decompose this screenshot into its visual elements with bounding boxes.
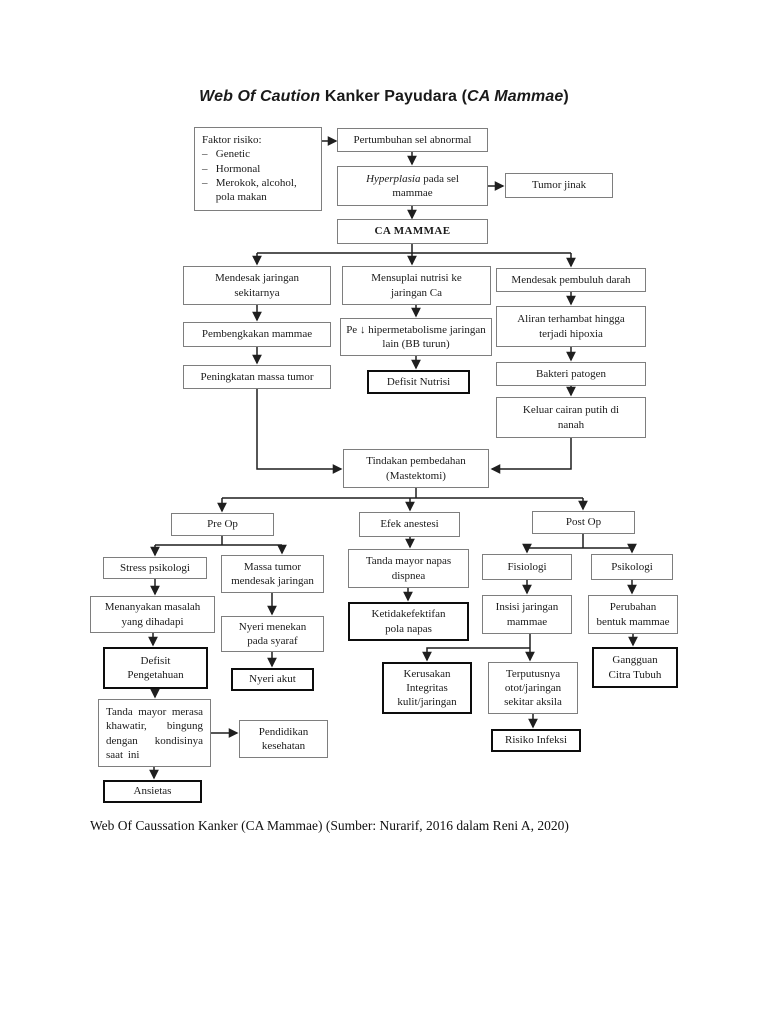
node-label-aliran-terhambat: Aliran terhambat hingga terjadi hipoxia xyxy=(517,313,625,340)
node-psikologi: Psikologi xyxy=(591,554,673,580)
node-label-tanda-mayor-napas: Tanda mayor napas dispnea xyxy=(365,555,452,582)
node-ketidakefektifan-pola-napas: Ketidakefektifan pola napas xyxy=(348,602,469,641)
node-label-nyeri-menekan: Nyeri menekan pada syaraf xyxy=(238,620,307,647)
node-tindakan-pembedahan: Tindakan pembedahan (Mastektomi) xyxy=(343,449,489,488)
node-label-peningkatan-massa-tumor: Peningkatan massa tumor xyxy=(200,370,314,383)
node-nyeri-akut: Nyeri akut xyxy=(231,668,314,691)
node-nyeri-menekan: Nyeri menekan pada syaraf xyxy=(221,616,324,652)
diagram-title-part: CA Mammae xyxy=(467,88,564,105)
node-label-perubahan-bentuk-mammae: Perubahan bentuk mammae xyxy=(596,601,670,628)
node-label-mensuplai-nutrisi: Mensuplai nutrisi ke jaringan Ca xyxy=(371,272,462,299)
diagram-title-part: Kanker Payudara ( xyxy=(320,88,468,105)
node-label-pertumbuhan-sel-abnormal: Pertumbuhan sel abnormal xyxy=(353,133,472,146)
node-stress-psikologi: Stress psikologi xyxy=(103,557,207,579)
node-pre-op: Pre Op xyxy=(171,513,274,536)
figure-caption: Web Of Caussation Kanker (CA Mammae) (Su… xyxy=(90,818,569,833)
node-massa-tumor-mendesak: Massa tumor mendesak jaringan xyxy=(221,555,324,593)
connector-17 xyxy=(490,438,572,474)
node-label-insisi-jaringan-mammae: Insisi jaringan mammae xyxy=(495,601,559,628)
node-aliran-terhambat: Aliran terhambat hingga terjadi hipoxia xyxy=(496,306,646,347)
node-post-op: Post Op xyxy=(532,511,635,534)
node-label-risiko-infeksi: Risiko Infeksi xyxy=(504,734,568,747)
node-peningkatan-massa-tumor: Peningkatan massa tumor xyxy=(183,365,331,389)
node-label-kerusakan-integritas: Kerusakan Integritas kulit/jaringan xyxy=(397,667,457,709)
node-label-post-op: Post Op xyxy=(565,516,602,529)
node-label-gangguan-citra-tubuh: Gangguan Citra Tubuh xyxy=(608,654,662,681)
node-label-pre-op: Pre Op xyxy=(207,518,238,531)
node-label-stress-psikologi: Stress psikologi xyxy=(120,561,190,574)
node-label-nyeri-akut: Nyeri akut xyxy=(249,673,296,686)
node-bakteri-patogen: Bakteri patogen xyxy=(496,362,646,386)
node-hyperplasia-pada-sel-mammae: Hyperplasia pada sel mammae xyxy=(337,166,488,206)
connector-16 xyxy=(256,389,343,474)
node-label-tanda-mayor-khawatir: Tanda mayor merasa khawatir, bingung den… xyxy=(106,706,203,761)
node-label-defisit-nutrisi: Defisit Nutrisi xyxy=(386,375,451,388)
diagram-title-part: Web Of Caution xyxy=(199,88,321,105)
node-ansietas: Ansietas xyxy=(103,780,202,803)
node-tanda-mayor-khawatir: Tanda mayor merasa khawatir, bingung den… xyxy=(98,699,211,767)
node-terputusnya-otot: Terputusnya otot/jaringan sekitar aksila xyxy=(488,662,578,714)
node-label-tumor-jinak: Tumor jinak xyxy=(531,179,587,192)
node-label-ca-mammae: CA MAMMAE xyxy=(374,225,451,238)
node-perubahan-bentuk-mammae: Perubahan bentuk mammae xyxy=(588,595,678,634)
node-label-terputusnya-otot: Terputusnya otot/jaringan sekitar aksila xyxy=(504,667,562,709)
diagram-title-part: ) xyxy=(563,88,569,105)
node-menanyakan-masalah: Menanyakan masalah yang dihadapi xyxy=(90,596,215,633)
node-label-psikologi: Psikologi xyxy=(611,560,653,573)
node-label-tindakan-pembedahan: Tindakan pembedahan (Mastektomi) xyxy=(366,455,466,482)
node-insisi-jaringan-mammae: Insisi jaringan mammae xyxy=(482,595,572,634)
node-risiko-infeksi: Risiko Infeksi xyxy=(491,729,581,752)
node-label-massa-tumor-mendesak: Massa tumor mendesak jaringan xyxy=(231,560,314,587)
node-pertumbuhan-sel-abnormal: Pertumbuhan sel abnormal xyxy=(337,128,488,152)
node-ca-mammae: CA MAMMAE xyxy=(337,219,488,244)
node-efek-anestesi: Efek anestesi xyxy=(359,512,460,537)
node-label-bakteri-patogen: Bakteri patogen xyxy=(536,367,606,380)
node-mensuplai-nutrisi: Mensuplai nutrisi ke jaringan Ca xyxy=(342,266,491,305)
node-keluar-cairan-putih: Keluar cairan putih di nanah xyxy=(496,397,646,438)
node-label-ketidakefektifan-pola-napas: Ketidakefektifan pola napas xyxy=(371,608,446,635)
node-label-mendesak-pembuluh-darah: Mendesak pembuluh darah xyxy=(511,273,631,286)
node-kerusakan-integritas: Kerusakan Integritas kulit/jaringan xyxy=(382,662,472,714)
node-tanda-mayor-napas: Tanda mayor napas dispnea xyxy=(348,549,469,588)
node-label-mendesak-jaringan-sekitarnya: Mendesak jaringan sekitarnya xyxy=(215,272,299,299)
node-label-defisit-pengetahuan: Defisit Pengetahuan xyxy=(127,654,184,681)
node-pe-hipermetabolisme: Pe ↓ hipermetabolisme jaringan lain (BB … xyxy=(340,318,492,356)
node-defisit-nutrisi: Defisit Nutrisi xyxy=(367,370,470,394)
node-pendidikan-kesehatan: Pendidikan kesehatan xyxy=(239,720,328,758)
node-label-hyperplasia-pada-sel-mammae: Hyperplasia pada sel mammae xyxy=(366,172,459,199)
node-fisiologi: Fisiologi xyxy=(482,554,572,580)
node-label-pe-hipermetabolisme: Pe ↓ hipermetabolisme jaringan lain (BB … xyxy=(346,323,486,350)
node-defisit-pengetahuan: Defisit Pengetahuan xyxy=(103,647,208,689)
node-gangguan-citra-tubuh: Gangguan Citra Tubuh xyxy=(592,647,678,688)
connector-44 xyxy=(422,647,530,662)
node-label-menanyakan-masalah: Menanyakan masalah yang dihadapi xyxy=(104,601,201,628)
node-tumor-jinak: Tumor jinak xyxy=(505,173,613,198)
node-faktor-risiko: Faktor risiko: – Genetic – Hormonal – Me… xyxy=(194,127,322,211)
node-label-fisiologi: Fisiologi xyxy=(507,560,547,573)
node-pembengkakan-mammae: Pembengkakan mammae xyxy=(183,322,331,347)
node-label-efek-anestesi: Efek anestesi xyxy=(380,518,439,531)
diagram-title: Web Of Caution Kanker Payudara (CA Mamma… xyxy=(0,88,768,106)
node-label-keluar-cairan-putih: Keluar cairan putih di nanah xyxy=(522,404,620,431)
node-mendesak-jaringan-sekitarnya: Mendesak jaringan sekitarnya xyxy=(183,266,331,305)
node-mendesak-pembuluh-darah: Mendesak pembuluh darah xyxy=(496,268,646,292)
node-label-ansietas: Ansietas xyxy=(133,785,172,798)
node-label-pembengkakan-mammae: Pembengkakan mammae xyxy=(201,328,313,341)
node-label-pendidikan-kesehatan: Pendidikan kesehatan xyxy=(258,725,309,752)
node-label-faktor-risiko: Faktor risiko: – Genetic – Hormonal – Me… xyxy=(202,134,297,204)
